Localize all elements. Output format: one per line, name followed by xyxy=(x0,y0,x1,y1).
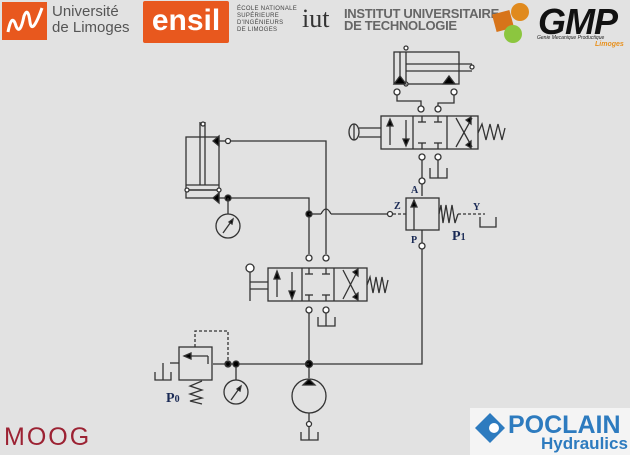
pressure-gauge-lower xyxy=(223,364,249,405)
relief-valve xyxy=(154,330,229,405)
universite-line2: de Limoges xyxy=(52,19,130,36)
poclain-logo: POCLAIN xyxy=(508,411,621,439)
pump xyxy=(291,378,327,441)
iut-logo-mark: iut xyxy=(302,4,330,33)
pressure-gauge-upper xyxy=(215,198,241,239)
ensil-sub-line: SUPÉRIEURE xyxy=(237,13,280,19)
poclain-diamond-icon xyxy=(475,413,505,443)
port-z-label: Z xyxy=(394,201,401,212)
ensil-sub-line: D'INGÉNIEURS xyxy=(237,20,284,26)
directional-valve-lower xyxy=(245,254,389,378)
moog-logo: MOOG xyxy=(4,423,92,451)
gmp-cube-sphere-icon xyxy=(491,3,529,43)
universite-limoges-logo-mark xyxy=(2,2,47,40)
port-y-label: Y xyxy=(473,202,481,213)
port-a-label: A xyxy=(411,185,419,196)
iut-line1: INSTITUT UNIVERSITAIRE xyxy=(344,6,499,21)
port-p-label: P xyxy=(411,235,417,246)
gmp-logo: GMP xyxy=(538,1,618,42)
p0-label: P0 xyxy=(166,391,180,406)
gmp-city: Limoges xyxy=(595,41,624,48)
iut-line2: DE TECHNOLOGIE xyxy=(344,18,457,33)
ensil-subtitle: ÉCOLE NATIONALE SUPÉRIEURE D'INGÉNIEURS … xyxy=(237,6,297,34)
ensil-sub-line: DE LIMOGES xyxy=(237,27,278,33)
pressure-reducing-valve xyxy=(311,197,497,365)
ul-monogram-icon xyxy=(6,7,44,33)
directional-valve-upper xyxy=(348,115,506,150)
p1-label: P1 xyxy=(452,229,466,244)
universite-limoges-text: Université de Limoges xyxy=(52,4,130,36)
poclain-subtitle: Hydraulics xyxy=(541,434,628,453)
vertical-cylinder xyxy=(184,121,222,205)
ensil-sub-line: ÉCOLE NATIONALE xyxy=(237,6,298,12)
gmp-subtitle: Genie Mecanique Productique xyxy=(537,35,605,41)
horizontal-cylinder xyxy=(392,45,475,96)
iut-text: INSTITUT UNIVERSITAIRE DE TECHNOLOGIE xyxy=(344,6,499,33)
universite-line1: Université xyxy=(52,3,119,20)
ensil-logo: ensil xyxy=(143,1,229,43)
